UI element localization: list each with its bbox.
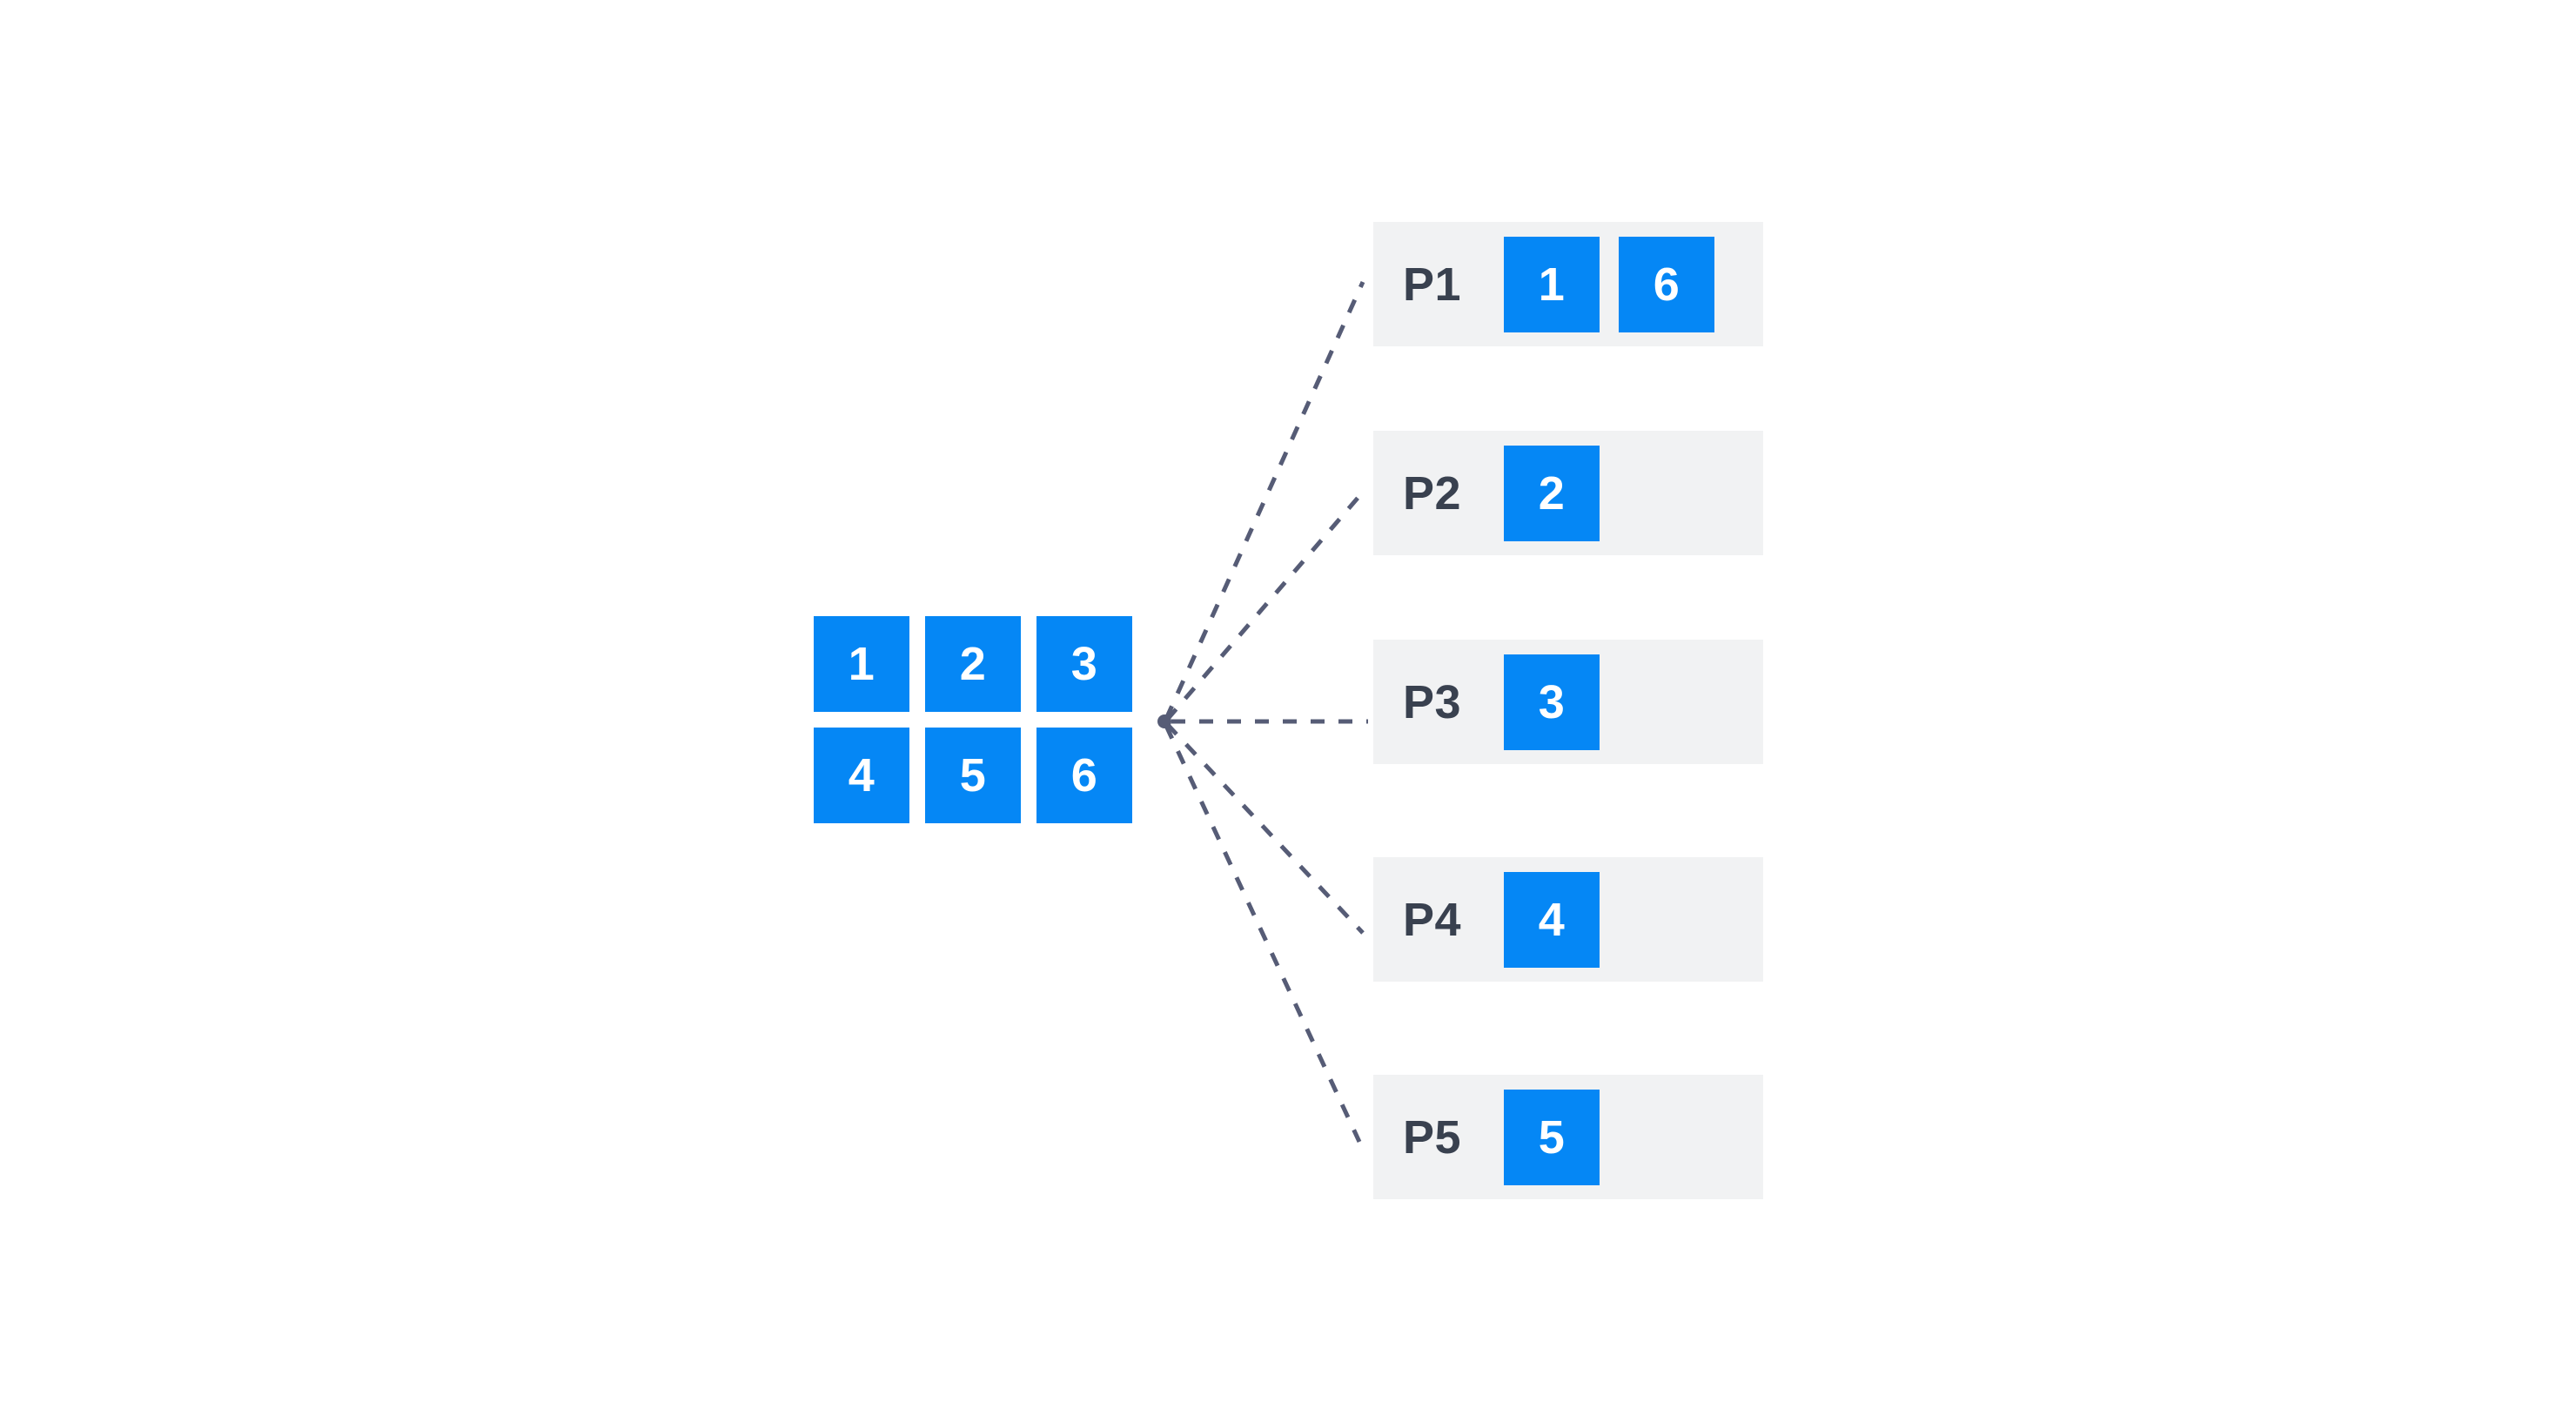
partition-items: 2 bbox=[1504, 445, 1600, 541]
partition-label: P1 bbox=[1403, 258, 1462, 311]
partition-label: P3 bbox=[1403, 675, 1462, 728]
partition-label: P4 bbox=[1403, 893, 1462, 946]
partition-row-p2[interactable]: P2 2 bbox=[1373, 431, 1763, 555]
partition-items: 3 bbox=[1504, 654, 1600, 750]
source-tile: 2 bbox=[925, 616, 1021, 712]
partition-row-p5[interactable]: P5 5 bbox=[1373, 1075, 1763, 1199]
connector-to-p4 bbox=[1165, 722, 1365, 935]
partition-items: 5 bbox=[1504, 1089, 1600, 1185]
source-tile: 5 bbox=[925, 728, 1021, 823]
split-point-dot bbox=[1157, 714, 1171, 728]
partition-label: P2 bbox=[1403, 466, 1462, 520]
partition-tile: 5 bbox=[1504, 1089, 1600, 1185]
connector-to-p5 bbox=[1164, 724, 1362, 1144]
partition-tile: 4 bbox=[1504, 871, 1600, 968]
partition-tile: 3 bbox=[1504, 654, 1600, 750]
connector-to-p1 bbox=[1164, 280, 1365, 721]
source-tile: 3 bbox=[1036, 616, 1132, 712]
partition-row-p4[interactable]: P4 4 bbox=[1373, 857, 1763, 982]
partition-tile: 6 bbox=[1619, 236, 1714, 332]
source-tile: 1 bbox=[814, 616, 909, 712]
partition-label: P5 bbox=[1403, 1110, 1462, 1164]
partition-tile: 2 bbox=[1504, 445, 1600, 541]
source-tile: 6 bbox=[1036, 728, 1132, 823]
partition-row-p3[interactable]: P3 3 bbox=[1373, 640, 1763, 764]
connector-to-p2 bbox=[1165, 488, 1366, 721]
partition-tile: 1 bbox=[1504, 236, 1600, 332]
source-tile: 4 bbox=[814, 728, 909, 823]
partition-items: 4 bbox=[1504, 871, 1600, 968]
